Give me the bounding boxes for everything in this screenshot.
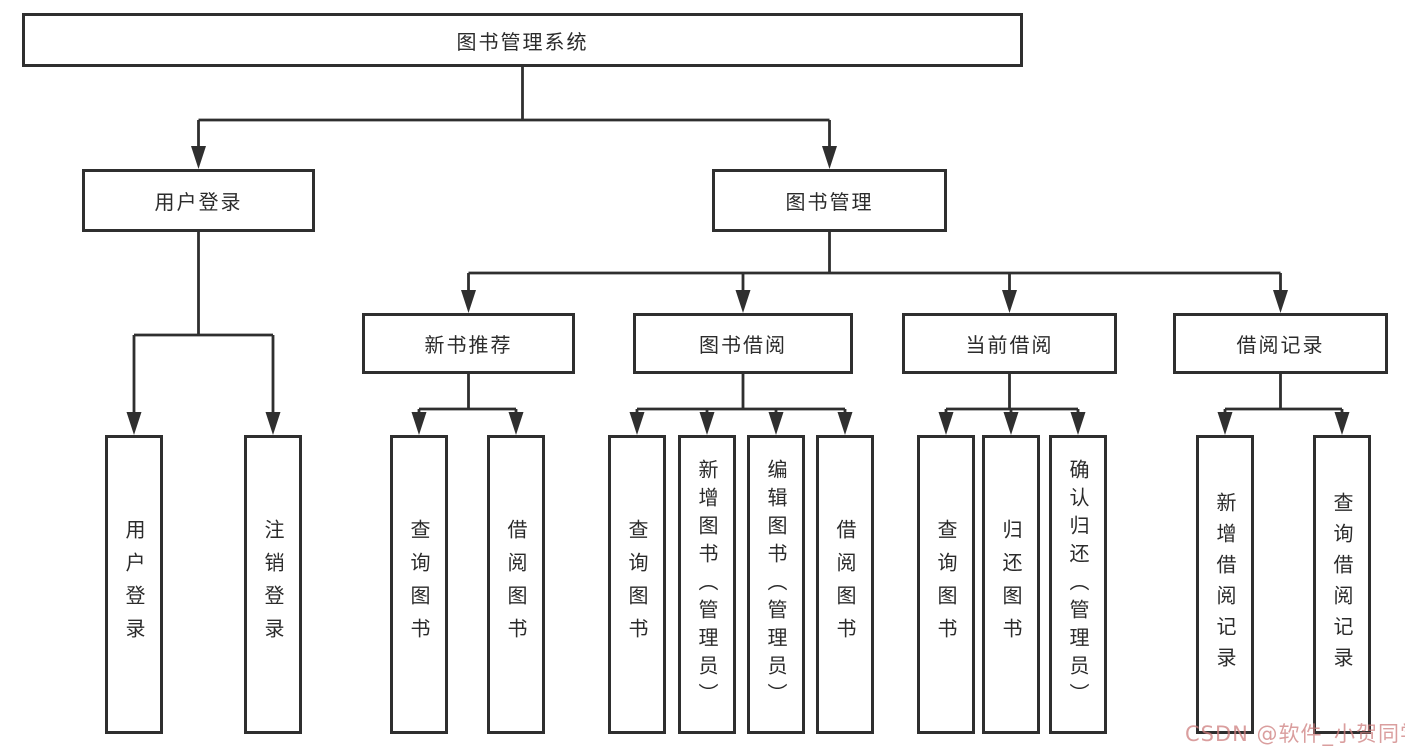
node-logout: 注销登录 bbox=[244, 435, 302, 734]
node-edit-books-admin: 编辑图书（管理员） bbox=[747, 435, 805, 734]
node-borrow-records: 借阅记录 bbox=[1173, 313, 1388, 374]
node-user-login-leaf: 用户登录 bbox=[105, 435, 163, 734]
node-add-borrow-record: 新增借阅记录 bbox=[1196, 435, 1254, 734]
node-book-borrow: 图书借阅 bbox=[633, 313, 853, 374]
node-borrow-books: 借阅图书 bbox=[816, 435, 874, 734]
node-label: 新增图书（管理员） bbox=[695, 458, 719, 711]
connector-borrow-records bbox=[1217, 374, 1350, 435]
node-label: 查询图书 bbox=[625, 518, 649, 651]
node-label: 图书管理 bbox=[785, 190, 874, 214]
connector-new-book-recommend bbox=[411, 374, 524, 435]
node-label: 借阅记录 bbox=[1236, 333, 1325, 357]
node-library-management-system: 图书管理系统 bbox=[22, 13, 1023, 67]
node-label: 查询图书 bbox=[934, 518, 958, 651]
connector-book-management bbox=[461, 232, 1288, 313]
node-label: 新增借阅记录 bbox=[1213, 491, 1237, 678]
node-query-books-borrow: 查询图书 bbox=[608, 435, 666, 734]
node-query-books-current: 查询图书 bbox=[917, 435, 975, 734]
connector-current-borrow bbox=[938, 374, 1086, 435]
node-current-borrow: 当前借阅 bbox=[902, 313, 1117, 374]
node-user-login: 用户登录 bbox=[82, 169, 315, 232]
connector-root bbox=[191, 67, 837, 169]
node-label: 当前借阅 bbox=[965, 333, 1054, 357]
node-label: 新书推荐 bbox=[424, 333, 513, 357]
node-query-books-recommend: 查询图书 bbox=[390, 435, 448, 734]
node-label: 图书管理系统 bbox=[456, 29, 589, 54]
node-label: 图书借阅 bbox=[699, 333, 787, 357]
node-label: 查询图书 bbox=[407, 518, 431, 651]
node-book-management: 图书管理 bbox=[712, 169, 947, 232]
node-label: 确认归还（管理员） bbox=[1066, 458, 1090, 711]
node-label: 注销登录 bbox=[261, 518, 285, 651]
connector-user-login bbox=[126, 232, 281, 435]
node-query-borrow-record: 查询借阅记录 bbox=[1313, 435, 1371, 734]
node-confirm-return-admin: 确认归还（管理员） bbox=[1049, 435, 1107, 734]
node-label: 借阅图书 bbox=[833, 518, 857, 651]
node-label: 借阅图书 bbox=[504, 518, 528, 651]
connector-book-borrow bbox=[629, 374, 853, 435]
csdn-watermark: CSDN @软件_小贺同学 bbox=[1185, 722, 1405, 746]
node-label: 查询借阅记录 bbox=[1330, 491, 1354, 678]
node-label: 归还图书 bbox=[999, 518, 1023, 651]
node-label: 编辑图书（管理员） bbox=[764, 458, 788, 711]
node-label: 用户登录 bbox=[154, 190, 243, 214]
node-label: 用户登录 bbox=[122, 518, 146, 651]
node-new-book-recommend: 新书推荐 bbox=[362, 313, 575, 374]
node-return-books: 归还图书 bbox=[982, 435, 1040, 734]
node-add-books-admin: 新增图书（管理员） bbox=[678, 435, 736, 734]
node-borrow-books-recommend: 借阅图书 bbox=[487, 435, 545, 734]
